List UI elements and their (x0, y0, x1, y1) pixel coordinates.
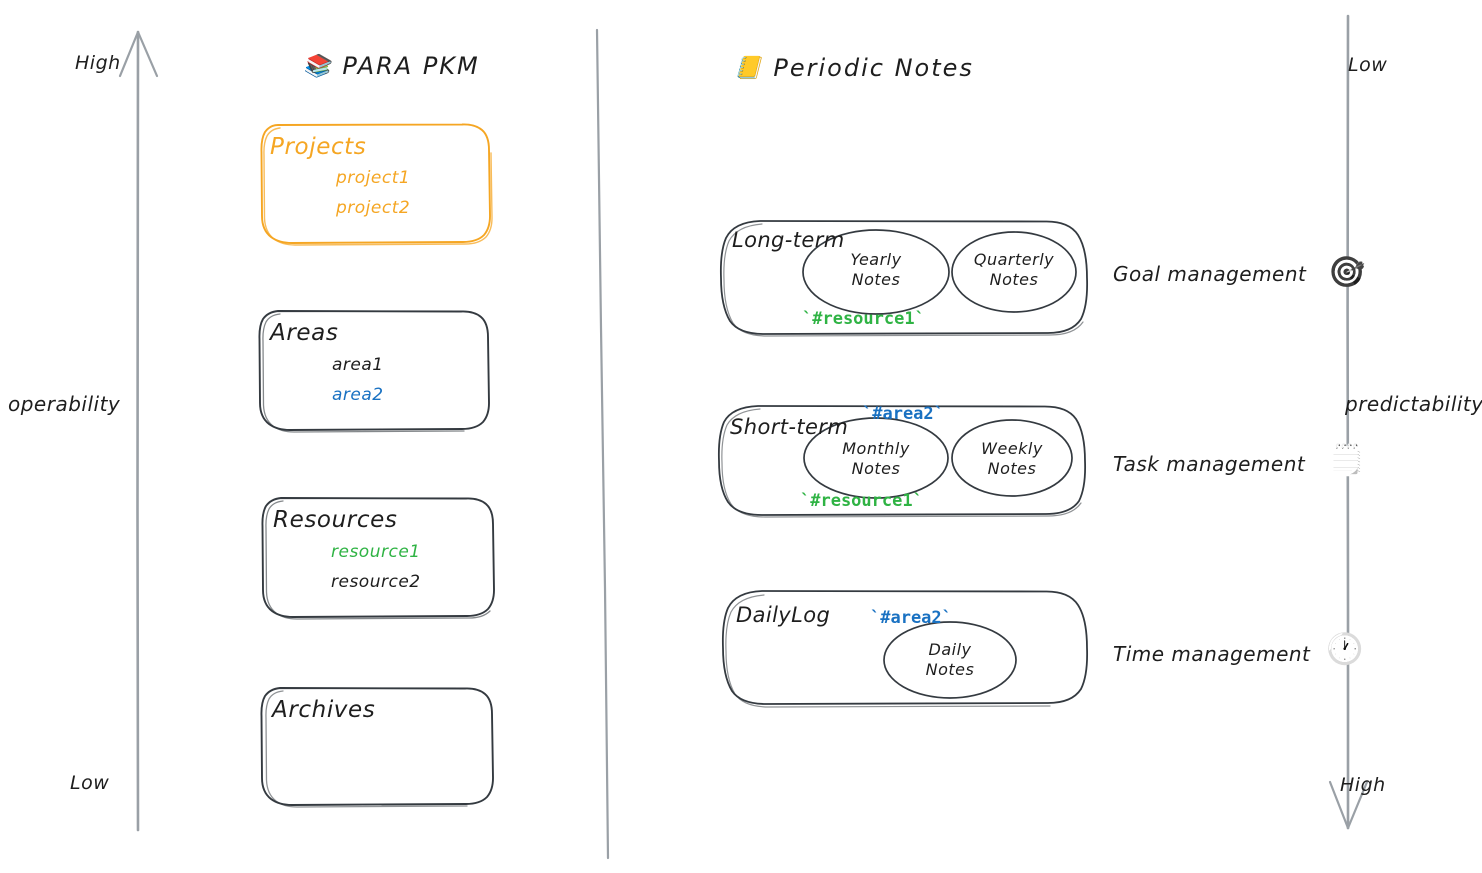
notepad-icon: 🗒️ (1328, 443, 1366, 478)
group-title: Short-term (730, 415, 849, 439)
para-box-title: Areas (270, 320, 339, 346)
para-box-title: Projects (270, 134, 367, 160)
para-box-item[interactable]: area1 (332, 355, 384, 375)
group-title: DailyLog (736, 603, 831, 627)
clock-icon: 🕐 (1326, 632, 1364, 667)
para-panel-title: PARA PKM (342, 52, 480, 80)
para-box-item[interactable]: resource1 (331, 542, 421, 562)
tag-area2[interactable]: `#area2` (862, 404, 944, 424)
group-title: Long-term (732, 228, 845, 252)
periodic-panel-title: Periodic Notes (773, 54, 974, 82)
right-axis-title: predictability (1345, 392, 1482, 416)
para-box-item[interactable]: area2 (332, 385, 384, 405)
left-axis-title: operability (8, 392, 121, 416)
notebook-icon: 📒 (734, 55, 764, 81)
management-label-time: Time management (1113, 642, 1311, 666)
right-axis-top-label: Low (1348, 54, 1388, 76)
archives-box-outline (260, 687, 494, 808)
para-box-item[interactable]: resource2 (331, 572, 421, 592)
management-label-goal: Goal management (1113, 262, 1307, 286)
long-term-outline (719, 220, 1089, 337)
para-box-resources[interactable]: Resources resource1 resource2 (259, 495, 497, 620)
left-axis-top-label: High (75, 52, 121, 74)
para-box-title: Resources (273, 507, 398, 533)
management-label-task: Task management (1113, 452, 1306, 476)
tag-resource1[interactable]: `#resource1` (800, 491, 923, 511)
para-panel-header: 📚 PARA PKM (303, 52, 480, 80)
tag-area2[interactable]: `#area2` (870, 608, 952, 628)
periodic-panel-header: 📒 Periodic Notes (734, 54, 974, 82)
resources-box-outline (261, 497, 495, 620)
para-box-title: Archives (272, 697, 376, 723)
para-box-archives[interactable]: Archives (258, 684, 496, 808)
para-box-item[interactable]: project1 (336, 168, 411, 188)
para-box-areas[interactable]: Areas area1 area2 (256, 308, 492, 433)
dailylog-outline (721, 590, 1089, 708)
right-axis-arrow (1328, 14, 1369, 830)
tag-resource1[interactable]: `#resource1` (802, 309, 925, 329)
para-box-projects[interactable]: Projects project1 project2 (258, 122, 494, 246)
areas-box-outline (258, 310, 490, 433)
left-axis-arrow (118, 30, 159, 832)
vertical-divider (595, 28, 610, 860)
right-axis-bottom-label: High (1340, 774, 1386, 796)
books-icon: 📚 (303, 53, 333, 79)
target-icon: 🎯 (1328, 255, 1366, 290)
short-term-outline (717, 405, 1087, 518)
para-box-item[interactable]: project2 (336, 198, 411, 218)
projects-box-outline (260, 123, 493, 246)
left-axis-bottom-label: Low (70, 772, 110, 794)
